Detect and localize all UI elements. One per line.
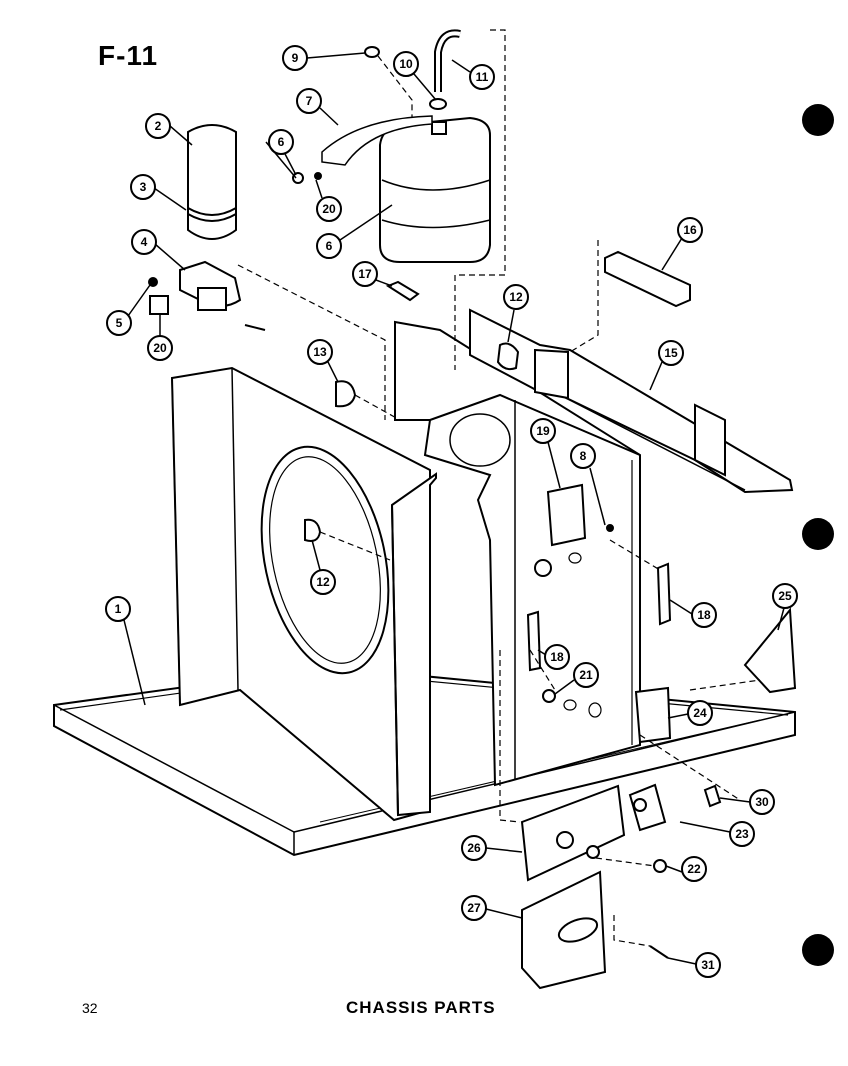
callout-label: 9 bbox=[292, 51, 299, 65]
left-shroud-part bbox=[170, 366, 437, 822]
callout-label: 23 bbox=[735, 827, 749, 841]
callout-label: 21 bbox=[579, 668, 593, 682]
cover-plate-part bbox=[520, 783, 722, 990]
callout-label: 26 bbox=[467, 841, 481, 855]
callout-6: 6 bbox=[316, 204, 393, 259]
control-bracket-part bbox=[526, 483, 797, 744]
callout-20-lower: 20 bbox=[147, 314, 173, 361]
callout-label: 25 bbox=[778, 589, 792, 603]
callout-9: 9 bbox=[282, 45, 366, 71]
callout-12-lower: 12 bbox=[310, 539, 336, 595]
callout-11: 11 bbox=[451, 59, 495, 90]
callout-label: 18 bbox=[550, 650, 564, 664]
callout-12-upper: 12 bbox=[503, 284, 529, 343]
callout-1: 1 bbox=[105, 596, 146, 706]
callout-25: 25 bbox=[772, 583, 798, 631]
callout-27: 27 bbox=[461, 895, 523, 921]
foam-strip-part bbox=[385, 250, 691, 308]
dashed-guide-lines bbox=[237, 29, 761, 947]
callout-label: 6 bbox=[278, 135, 285, 149]
callout-5: 5 bbox=[106, 284, 151, 336]
punch-hole-bottom bbox=[802, 934, 834, 966]
callout-17: 17 bbox=[352, 261, 393, 287]
callout-19: 19 bbox=[530, 418, 561, 489]
top-rail-part bbox=[469, 308, 794, 494]
callout-7: 7 bbox=[296, 88, 339, 126]
filter-cylinder-part bbox=[187, 124, 237, 240]
callout-16: 16 bbox=[661, 217, 703, 271]
callout-label: 4 bbox=[141, 235, 148, 249]
callout-3: 3 bbox=[130, 174, 187, 211]
callout-label: 5 bbox=[116, 316, 123, 330]
callout-label: 12 bbox=[316, 575, 330, 589]
callout-label: 7 bbox=[306, 94, 313, 108]
callout-24: 24 bbox=[667, 700, 713, 726]
callout-20-upper: 20 bbox=[315, 179, 342, 222]
callout-label: 20 bbox=[153, 341, 167, 355]
grommet-part bbox=[304, 342, 520, 542]
page-number: 32 bbox=[82, 1000, 98, 1016]
callout-13: 13 bbox=[307, 339, 339, 383]
callout-31: 31 bbox=[667, 952, 721, 978]
water-tank-part bbox=[292, 29, 491, 263]
callout-label: 19 bbox=[536, 424, 550, 438]
callout-label: 15 bbox=[664, 346, 678, 360]
callout-label: 12 bbox=[509, 290, 523, 304]
callout-label: 30 bbox=[755, 795, 769, 809]
callout-label: 16 bbox=[683, 223, 697, 237]
callout-label: 6 bbox=[326, 239, 333, 253]
bracket-part bbox=[148, 260, 266, 331]
callout-label: 13 bbox=[313, 345, 327, 359]
callout-23: 23 bbox=[679, 821, 755, 847]
callout-6-small: 6 bbox=[268, 129, 297, 176]
callout-21: 21 bbox=[554, 662, 599, 695]
callout-18-left: 18 bbox=[537, 644, 570, 670]
punch-hole-top bbox=[802, 104, 834, 136]
callout-label: 31 bbox=[701, 958, 715, 972]
callout-label: 2 bbox=[155, 119, 162, 133]
callout-4: 4 bbox=[131, 229, 186, 271]
callout-label: 18 bbox=[697, 608, 711, 622]
callout-label: 3 bbox=[140, 180, 147, 194]
callout-30: 30 bbox=[719, 789, 775, 815]
callout-label: 24 bbox=[693, 706, 707, 720]
callout-29: 29 bbox=[265, 141, 297, 179]
callout-18-right: 18 bbox=[669, 599, 717, 628]
callout-15: 15 bbox=[649, 340, 684, 391]
callout-label: 1 bbox=[115, 602, 122, 616]
callout-2: 2 bbox=[145, 113, 193, 146]
callout-label: 22 bbox=[687, 862, 701, 876]
figure-label: F-11 bbox=[98, 40, 159, 71]
callout-22: 22 bbox=[665, 856, 707, 882]
punch-hole-middle bbox=[802, 518, 834, 550]
callout-label: 8 bbox=[580, 449, 587, 463]
callout-26: 26 bbox=[461, 835, 523, 861]
callout-label: 17 bbox=[358, 267, 372, 281]
callout-label: 20 bbox=[322, 202, 336, 216]
callout-label: 27 bbox=[467, 901, 481, 915]
callout-label: 10 bbox=[399, 57, 413, 71]
diagram-caption: CHASSIS PARTS bbox=[346, 998, 496, 1017]
callout-8: 8 bbox=[570, 443, 606, 526]
callout-10: 10 bbox=[393, 51, 437, 101]
callout-label: 11 bbox=[476, 70, 489, 84]
